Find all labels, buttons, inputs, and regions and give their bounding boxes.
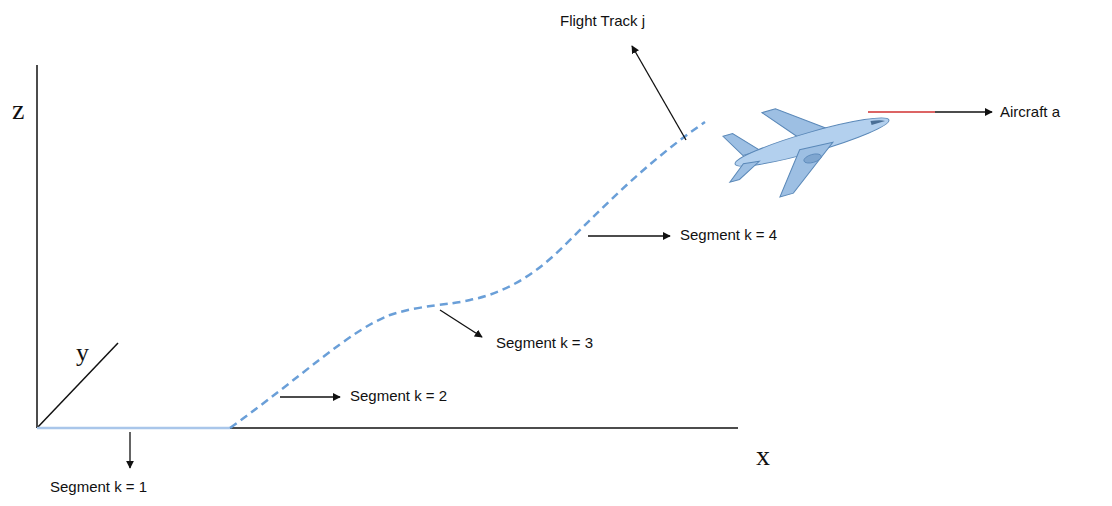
leader-arrow bbox=[440, 310, 482, 337]
leader-arrow bbox=[588, 235, 670, 236]
leader-arrow bbox=[280, 396, 340, 397]
x-axis bbox=[37, 427, 738, 429]
leader-arrow bbox=[935, 111, 992, 112]
axis-label: z bbox=[12, 94, 24, 126]
segment-label: Segment k = 2 bbox=[350, 387, 447, 404]
leader-line bbox=[868, 111, 935, 112]
ground-segment bbox=[37, 427, 230, 430]
leader-arrow bbox=[129, 432, 130, 468]
engine bbox=[803, 152, 823, 165]
axis-label: y bbox=[76, 338, 89, 368]
near-wing bbox=[769, 140, 843, 197]
cockpit bbox=[870, 117, 885, 125]
airplane bbox=[714, 80, 901, 210]
segment-label: Segment k = 3 bbox=[496, 334, 593, 351]
segment-label: Segment k = 4 bbox=[680, 226, 777, 243]
z-axis bbox=[36, 65, 38, 428]
track-label: Flight Track j bbox=[560, 12, 645, 29]
segment-label: Segment k = 1 bbox=[50, 478, 147, 495]
aircraft-label: Aircraft a bbox=[1000, 103, 1060, 120]
axis-label: x bbox=[756, 440, 770, 472]
leader-arrow bbox=[632, 46, 686, 140]
tail-plane bbox=[726, 159, 763, 182]
flight-track bbox=[230, 122, 705, 428]
